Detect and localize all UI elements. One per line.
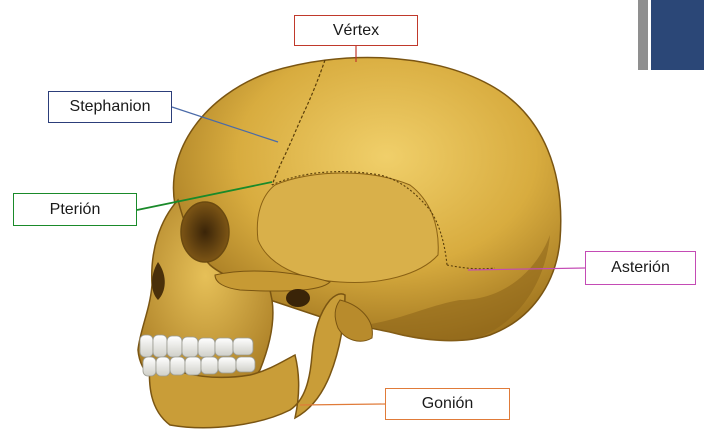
gonion-label: Gonión: [385, 388, 510, 420]
vertex-label: Vértex: [294, 15, 418, 46]
asterion-label: Asterión: [585, 251, 696, 285]
external-acoustic-meatus: [286, 289, 310, 307]
upper-teeth: [140, 335, 253, 357]
pterion-label: Pterión: [13, 193, 137, 226]
orbit: [181, 202, 229, 262]
temporal-bone: [257, 173, 438, 283]
stephanion-label: Stephanion: [48, 91, 172, 123]
